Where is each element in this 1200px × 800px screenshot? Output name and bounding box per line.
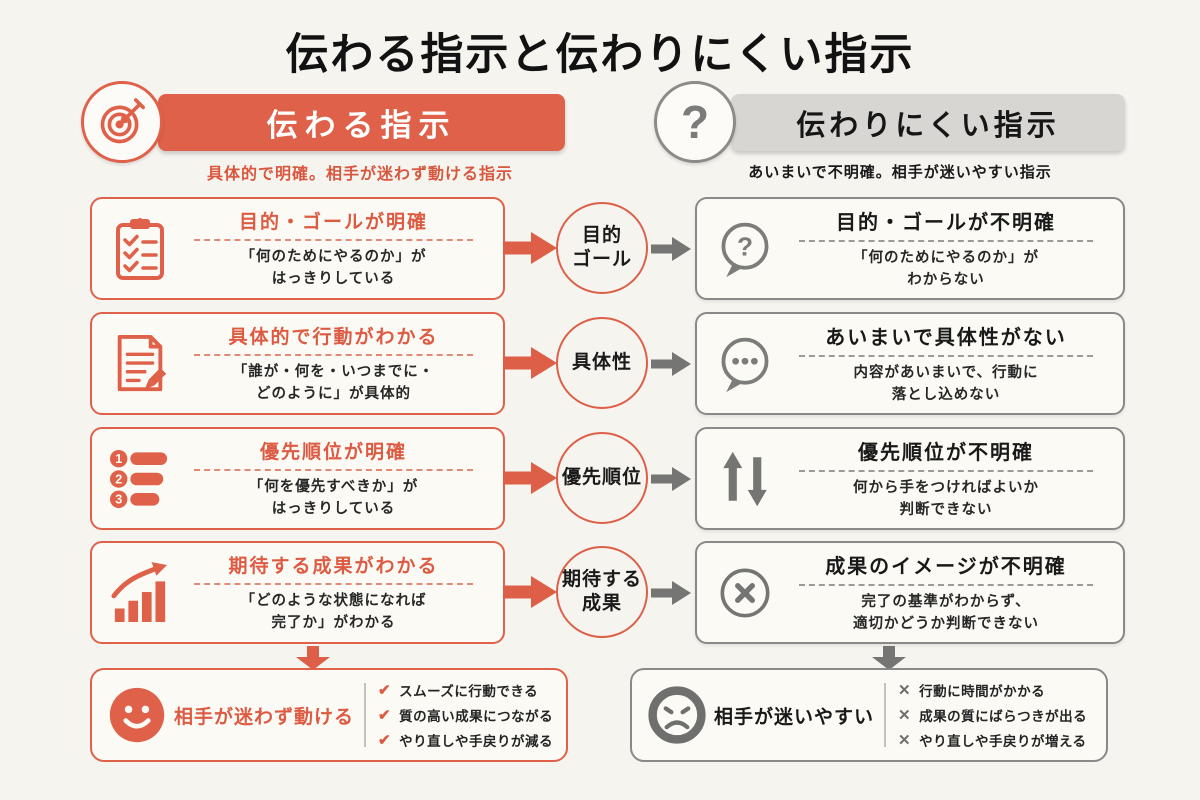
- comparison-row-outcome: 期待する成果がわかる 「どのような状態になれば 完了か」がわかる 期待する 成果…: [0, 541, 1200, 644]
- svg-text:2: 2: [115, 472, 122, 486]
- orange-right-arrow: [503, 576, 557, 608]
- up-down-arrows-icon: [709, 449, 781, 509]
- good-card-goal-title: 目的・ゴールが明確: [238, 211, 428, 233]
- topic-circle-goal: 目的 ゴール: [556, 202, 648, 294]
- topic-circle-outcome: 期待する 成果: [556, 546, 648, 638]
- cross-icon: ✕: [898, 681, 912, 699]
- good-outcome-card: 相手が迷わず動ける ✔ スムーズに行動できる ✔ 質の高い成果につながる ✔ や…: [90, 668, 568, 762]
- dashed-divider: [799, 583, 1093, 586]
- dashed-divider: [194, 238, 473, 241]
- good-outcome-item: ✔ 質の高い成果につながる: [378, 705, 553, 725]
- dashed-divider: [799, 354, 1093, 357]
- dashed-divider: [799, 469, 1093, 472]
- topic-circle-concreteness: 具体性: [556, 317, 648, 409]
- comparison-row-concreteness: 具体的で行動がわかる 「誰が・何を・いつまでに・ どのように」が具体的 具体性: [0, 312, 1200, 415]
- bad-card-priority: 優先順位が不明確 何から手をつければよいか 判断できない: [695, 427, 1125, 530]
- comparison-row-priority: 1 2 3 優先順位が明確 「何を優先すべきか」が はっきりしている 優先順位: [0, 427, 1200, 530]
- good-card-priority-body: 「何を優先すべきか」が はっきりしている: [248, 478, 419, 517]
- bad-outcome-label: 相手が迷いやすい: [714, 706, 875, 728]
- bad-card-goal-title: 目的・ゴールが不明確: [836, 211, 1056, 234]
- vertical-divider: [884, 683, 887, 747]
- dashed-divider: [194, 468, 473, 471]
- dashed-divider: [194, 353, 473, 356]
- svg-text:?: ?: [737, 231, 753, 261]
- bad-outcome-item: ✕ やり直しや手戻りが増える: [898, 730, 1087, 750]
- document-pencil-icon: [104, 333, 176, 395]
- good-outcome-item: ✔ スムーズに行動できる: [378, 680, 553, 700]
- gray-down-arrow: [872, 646, 906, 670]
- bad-outcome-card: 相手が迷いやすい ✕ 行動に時間がかかる ✕ 成果の質にばらつきが出る ✕ やり…: [630, 668, 1108, 762]
- good-card-goal-body: 「何のためにやるのか」が はっきりしている: [240, 248, 427, 287]
- bad-card-goal-body: 「何のためにやるのか」が わからない: [853, 249, 1039, 288]
- bad-outcome-item-text: 成果の質にばらつきが出る: [919, 709, 1088, 724]
- gray-right-arrow: [651, 581, 691, 605]
- check-icon: ✔: [378, 706, 392, 724]
- bad-card-concreteness: あいまいで具体性がない 内容があいまいで、行動に 落とし込めない: [695, 312, 1125, 415]
- bad-card-outcome-body: 完了の基準がわからず、 適切かどうか判断できない: [853, 593, 1039, 632]
- good-card-priority: 1 2 3 優先順位が明確 「何を優先すべきか」が はっきりしている: [90, 427, 505, 530]
- ellipsis-bubble-icon: [709, 332, 781, 396]
- good-card-outcome-body: 「どのような状態になれば 完了か」がわかる: [240, 592, 427, 631]
- orange-down-arrow: [296, 646, 330, 670]
- good-outcome-label: 相手が迷わず動ける: [174, 706, 355, 728]
- comparison-row-goal: 目的・ゴールが明確 「何のためにやるのか」が はっきりしている 目的 ゴール ?…: [0, 197, 1200, 300]
- sad-face-icon: [644, 685, 710, 745]
- dashed-divider: [194, 582, 473, 585]
- svg-text:3: 3: [115, 492, 122, 506]
- numbered-list-icon: 1 2 3: [104, 448, 176, 510]
- clipboard-checklist-icon: [104, 217, 176, 281]
- bad-card-concreteness-title: あいまいで具体性がない: [825, 326, 1067, 349]
- bar-chart-growth-icon: [104, 561, 176, 624]
- gray-right-arrow: [651, 467, 691, 491]
- gray-right-arrow: [651, 237, 691, 261]
- good-outcome-item-text: やり直しや手戻りが減る: [399, 734, 553, 749]
- good-card-concreteness: 具体的で行動がわかる 「誰が・何を・いつまでに・ どのように」が具体的: [90, 312, 505, 415]
- bad-outcome-item: ✕ 成果の質にばらつきが出る: [898, 705, 1087, 725]
- good-outcome-item-text: 質の高い成果につながる: [399, 709, 554, 724]
- bad-card-goal: ? 目的・ゴールが不明確 「何のためにやるのか」が わからない: [695, 197, 1125, 300]
- bad-outcome-item-text: やり直しや手戻りが増える: [919, 734, 1087, 749]
- bad-card-priority-title: 優先順位が不明確: [858, 441, 1034, 464]
- bad-column-subtitle: あいまいで不明確。相手が迷いやすい指示: [748, 164, 1052, 181]
- gray-right-arrow: [651, 352, 691, 376]
- cross-icon: ✕: [898, 731, 912, 749]
- cross-icon: ✕: [898, 706, 912, 724]
- good-column-subtitle: 具体的で明確。相手が迷わず動ける指示: [206, 166, 513, 183]
- good-card-outcome: 期待する成果がわかる 「どのような状態になれば 完了か」がわかる: [90, 541, 505, 644]
- orange-right-arrow: [503, 462, 557, 494]
- bad-outcome-item: ✕ 行動に時間がかかる: [898, 680, 1087, 700]
- target-icon: [81, 81, 163, 163]
- bad-card-concreteness-body: 内容があいまいで、行動に 落とし込めない: [853, 364, 1039, 403]
- bad-card-outcome: 成果のイメージが不明確 完了の基準がわからず、 適切かどうか判断できない: [695, 541, 1125, 644]
- smiley-face-icon: [104, 685, 170, 745]
- x-circle-icon: [709, 564, 781, 622]
- good-card-outcome-title: 期待する成果がわかる: [228, 555, 439, 577]
- check-icon: ✔: [378, 731, 392, 749]
- good-outcome-item: ✔ やり直しや手戻りが減る: [378, 730, 553, 750]
- good-column-header: 伝わる指示: [158, 94, 565, 151]
- question-bubble-icon: ?: [709, 217, 781, 281]
- good-card-concreteness-body: 「誰が・何を・いつまでに・ どのように」が具体的: [232, 363, 435, 402]
- svg-text:1: 1: [115, 452, 122, 466]
- page-title: 伝わる指示と伝わりにくい指示: [285, 31, 915, 79]
- bad-outcome-item-text: 行動に時間がかかる: [919, 684, 1046, 699]
- topic-circle-priority: 優先順位: [556, 432, 648, 524]
- orange-right-arrow: [503, 232, 557, 264]
- bad-card-outcome-title: 成果のイメージが不明確: [825, 555, 1067, 578]
- good-card-goal: 目的・ゴールが明確 「何のためにやるのか」が はっきりしている: [90, 197, 505, 300]
- good-card-concreteness-title: 具体的で行動がわかる: [228, 326, 439, 348]
- vertical-divider: [364, 683, 367, 747]
- orange-right-arrow: [503, 347, 557, 379]
- check-icon: ✔: [378, 681, 392, 699]
- question-mark-icon: ?: [654, 81, 736, 163]
- bad-card-priority-body: 何から手をつければよいか 判断できない: [853, 479, 1039, 518]
- good-outcome-item-text: スムーズに行動できる: [399, 684, 539, 699]
- good-card-priority-title: 優先順位が明確: [259, 441, 407, 463]
- dashed-divider: [799, 239, 1093, 242]
- bad-column-header: 伝わりにくい指示: [731, 94, 1125, 151]
